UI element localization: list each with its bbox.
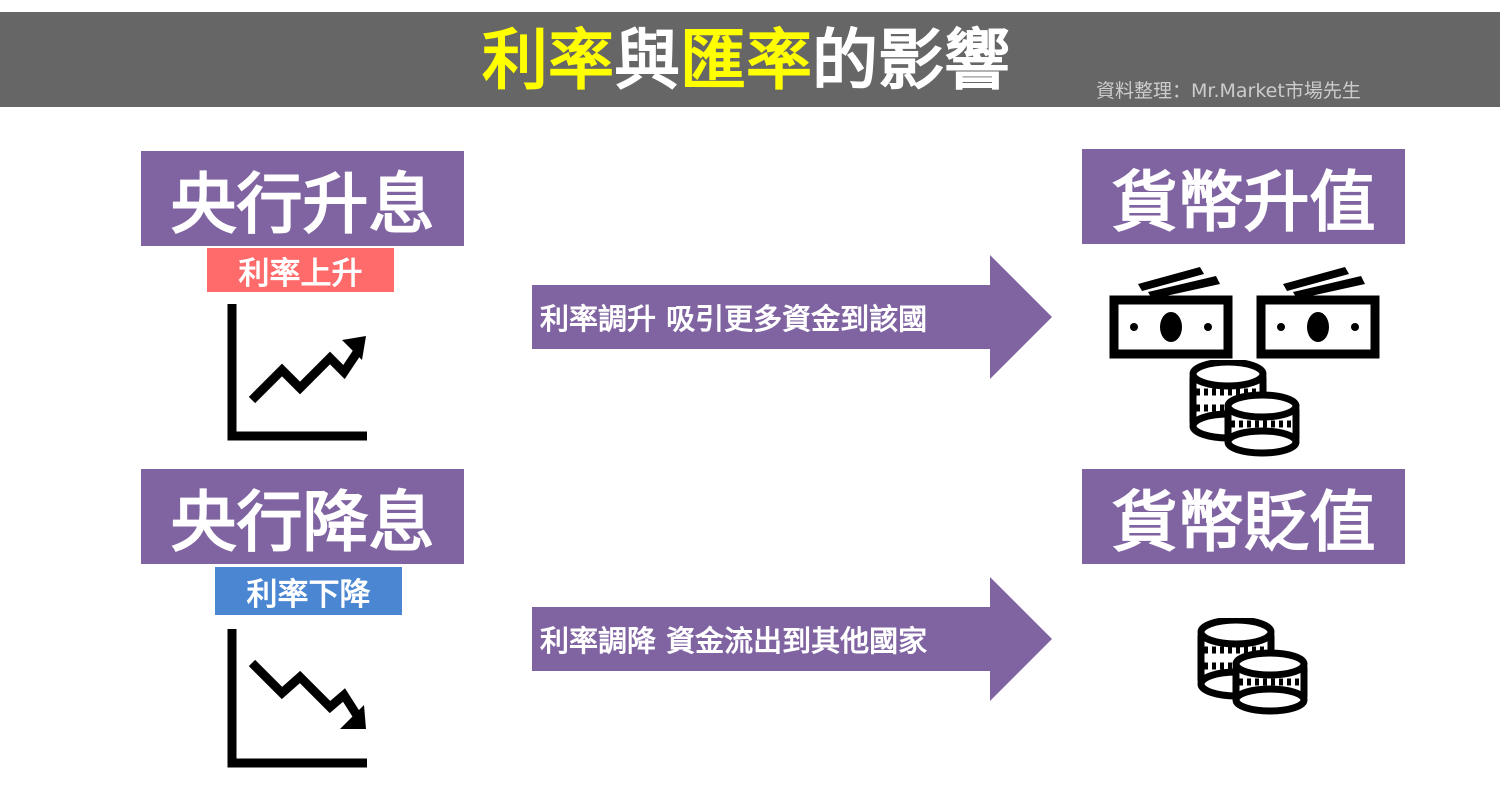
- tag-rate-down: 利率下降: [215, 567, 402, 615]
- cause-box-rate-cut: 央行降息: [141, 469, 464, 564]
- cause-box-rate-hike: 央行升息: [141, 151, 464, 246]
- arrow-text-rate-cut: 利率調降 資金流出到其他國家: [540, 624, 928, 658]
- page-title: 利率與匯率的影響: [482, 28, 1010, 94]
- arrow-text-rate-hike: 利率調升 吸引更多資金到該國: [540, 302, 928, 336]
- title-rest: 的影響: [812, 22, 1010, 99]
- banknotes-icon: [1109, 267, 1380, 359]
- line-chart-up-icon: [227, 304, 367, 441]
- arrow-rate-hike: [532, 255, 1052, 379]
- header-bar: 利率與匯率的影響 資料整理：Mr.Market市場先生: [0, 12, 1500, 107]
- arrow-rate-cut: [532, 577, 1052, 701]
- title-highlight-interest: 利率: [482, 22, 614, 99]
- effect-box-depreciation: 貨幣貶值: [1082, 469, 1405, 564]
- effect-box-appreciation: 貨幣升值: [1082, 149, 1405, 244]
- line-chart-down-icon: [227, 629, 367, 768]
- tag-rate-up: 利率上升: [207, 248, 394, 292]
- source-credit: 資料整理：Mr.Market市場先生: [1096, 80, 1361, 102]
- coins-icon: [1197, 618, 1308, 715]
- coins-icon: [1189, 360, 1300, 457]
- title-highlight-exchange: 匯率: [680, 22, 812, 99]
- title-and: 與: [614, 22, 680, 99]
